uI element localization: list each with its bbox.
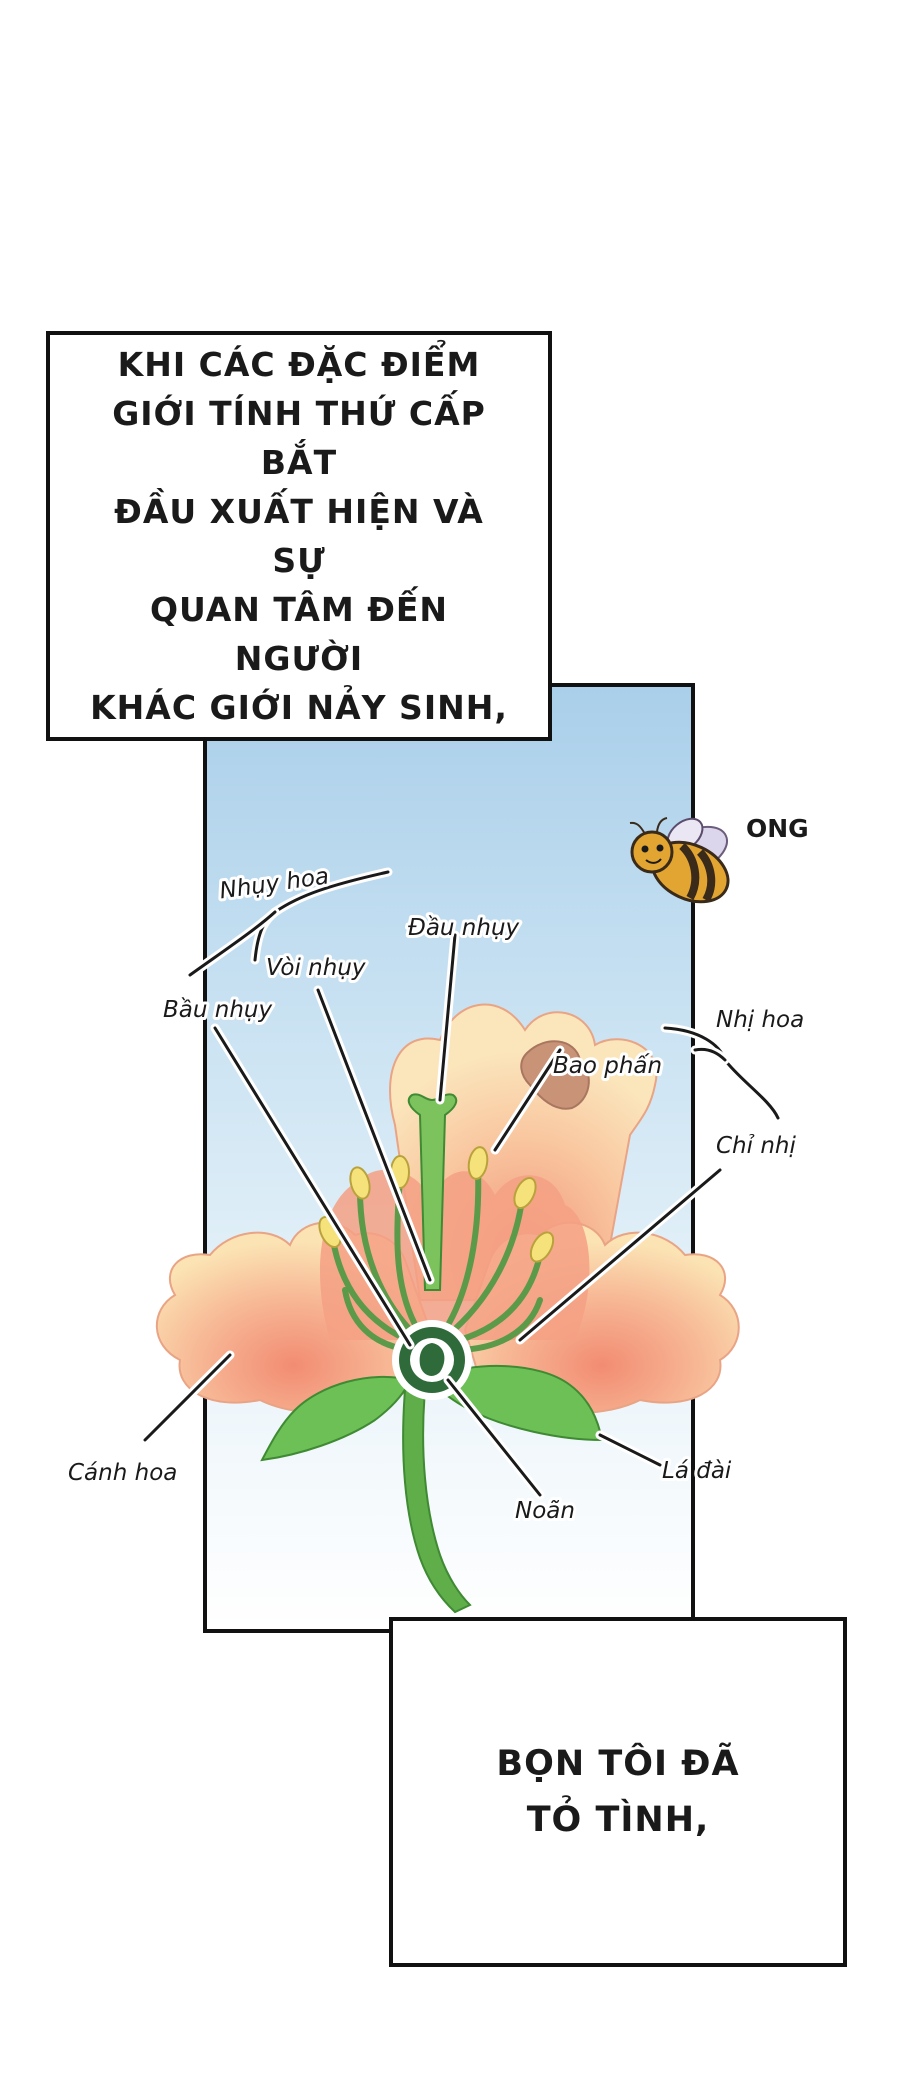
label-ovary: Bầu nhụy (163, 997, 272, 1023)
caption-box-bottom: BỌN TÔI ĐÃ TỎ TÌNH, (389, 1617, 847, 1967)
pistil-style (407, 1093, 458, 1291)
label-stamen: Nhị hoa (716, 1007, 804, 1033)
label-style: Vòi nhụy (266, 955, 366, 981)
anther-brown (520, 1040, 590, 1110)
label-bee: ONG (746, 814, 809, 843)
label-filament: Chỉ nhị (716, 1133, 796, 1159)
label-pistil: Nhụy hoa (218, 863, 331, 904)
caption-text-top: KHI CÁC ĐẶC ĐIỂM GIỚI TÍNH THỨ CẤP BẮT Đ… (90, 345, 508, 727)
label-stigma: Đầu nhụy (408, 915, 520, 941)
caption-text-bottom: BỌN TÔI ĐÃ TỎ TÌNH, (496, 1744, 740, 1840)
sepal-left (260, 1375, 412, 1462)
label-petal: Cánh hoa (68, 1460, 177, 1486)
label-sepal: Lá đài (662, 1458, 732, 1484)
label-anther: Bao phấn (553, 1053, 662, 1079)
stem (402, 1389, 472, 1614)
label-ovule: Noãn (515, 1498, 575, 1524)
caption-box-top: KHI CÁC ĐẶC ĐIỂM GIỚI TÍNH THỨ CẤP BẮT Đ… (46, 331, 552, 741)
leader-lines (140, 867, 783, 1500)
bee-icon (629, 817, 730, 904)
